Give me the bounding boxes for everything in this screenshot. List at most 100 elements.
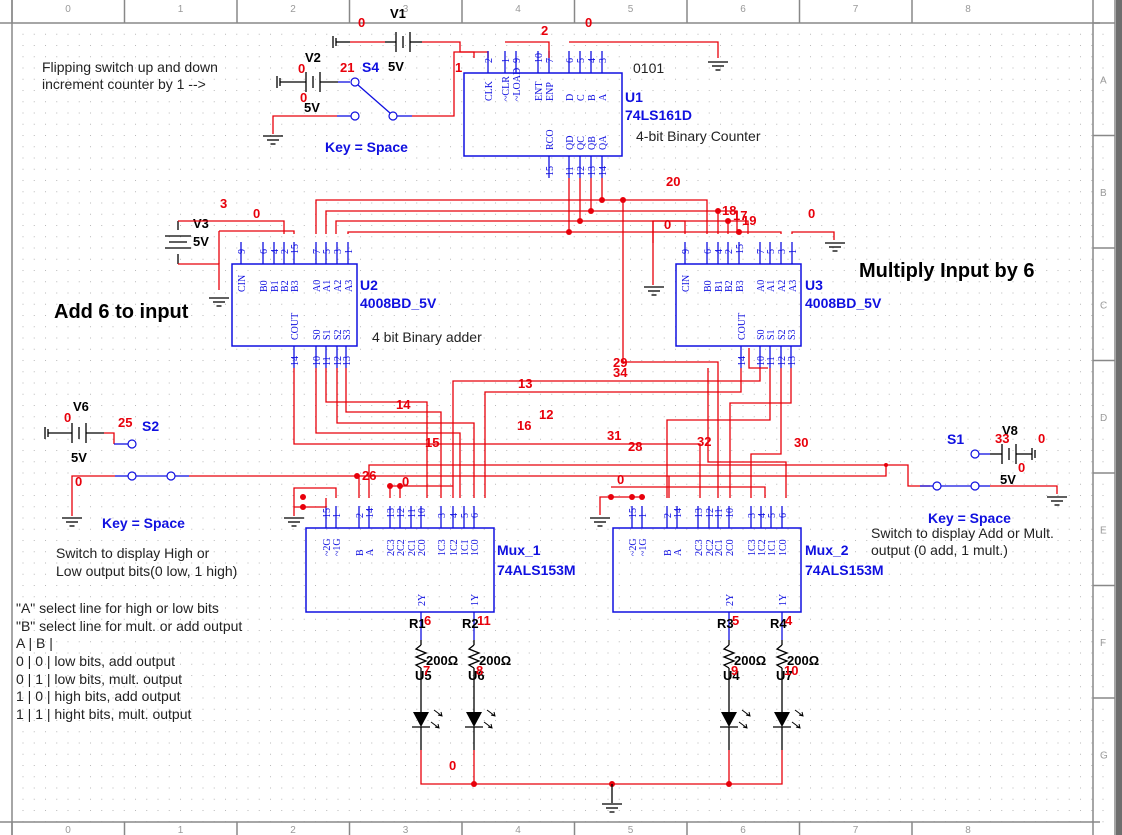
pin-label: 2Y [417,594,428,606]
pin-number: 15 [290,244,301,254]
switch-s2[interactable]: S2 Key = Space [102,418,189,531]
pin-number: 4 [757,513,768,518]
pin-number: 11 [407,508,418,518]
vertical-scrollbar[interactable] [1116,0,1122,835]
resistor-ref: R4 [770,616,787,631]
column-label: 1 [178,4,184,15]
chip-u1[interactable] [463,72,623,157]
mux2-part: 74ALS153M [805,562,884,578]
net-label: 19 [742,213,756,228]
v8-value: 5V [1000,472,1016,487]
pin-label: 2Y [725,594,736,606]
row-label: B [1100,188,1107,199]
u3-part: 4008BD_5V [805,295,882,311]
wire-s2-gnd [71,475,115,516]
wire-v3-pos [178,220,285,234]
truth-line: 0 | 1 | low bits, mult. output [16,671,182,687]
net-label: 29 [613,355,627,370]
s4-ref: S4 [362,59,379,75]
pin-label: A [598,93,609,101]
led-icon [413,712,429,727]
net-label: 0 [298,61,305,76]
column-label: 3 [403,825,409,835]
counter-hint-line1: Flipping switch up and down [42,59,218,75]
switch-s4[interactable]: S4 Key = Space [325,59,412,155]
pin-label: B3 [735,280,746,292]
grid-dots [12,24,1112,824]
mux2-ref: Mux_2 [805,542,849,558]
resistor-icon [722,644,736,669]
v6-ref: V6 [73,399,89,414]
battery-v8[interactable]: V8 5V [990,423,1036,487]
pin-label: S0 [312,329,323,340]
net-label: 20 [666,174,680,189]
resistor-value: 200Ω [479,653,511,668]
pin-label: 2C0 [417,539,428,556]
switch-s1[interactable]: S1 Key = Space [920,431,1011,526]
column-label: 8 [965,825,971,835]
u1-ref: U1 [625,89,643,105]
pin-label: B2 [724,280,735,292]
pin-label: A2 [777,280,788,292]
pin-label: A1 [766,280,777,292]
net-label: 0 [402,474,409,489]
battery-v1[interactable]: V1 5V [332,6,422,74]
pin-number: 14 [673,508,684,518]
net-label: 16 [517,418,531,433]
resistor-icon [467,644,481,669]
v3-ref: V3 [193,216,209,231]
column-label: 7 [853,825,859,835]
pin-label: 2C3 [386,539,397,556]
pin-label: B [587,94,598,101]
net-label: 30 [794,435,808,450]
wire-u2-b [219,230,295,234]
pin-number: 9 [512,58,523,63]
column-label: 2 [290,825,296,835]
pin-number: 15 [545,166,556,176]
pin-number: 1 [332,513,343,518]
pin-label: 2C1 [714,539,725,556]
pin-label: S2 [777,329,788,340]
chip-mux2[interactable] [612,527,802,613]
pin-number: 2 [280,249,291,254]
net-label: 13 [518,376,532,391]
pin-number: 7 [545,58,556,63]
pin-label: B0 [259,280,270,292]
pin-label: 1C1 [767,539,778,556]
adder-output-bus [293,348,792,498]
pin-number: 6 [565,58,576,63]
pin-label: COUT [290,313,301,340]
pin-number: 5 [460,513,471,518]
battery-v6[interactable]: V6 5V [44,399,104,465]
pin-label: 1C2 [757,539,768,556]
s2-desc-line2: Low output bits(0 low, 1 high) [56,563,237,579]
pin-label: S1 [766,329,777,340]
pin-number: 12 [333,356,344,366]
counter-preset: 0101 [633,60,664,76]
pin-label: A2 [333,280,344,292]
pin-number: 3 [777,249,788,254]
pin-number: 11 [565,166,576,176]
net-label: 0 [75,474,82,489]
u2-ref: U2 [360,277,378,293]
column-label: 7 [853,4,859,15]
s4-key: Key = Space [325,139,408,155]
pin-number: 12 [705,508,716,518]
pin-label: RCO [545,129,556,150]
led-ref: U6 [468,668,485,683]
wire-s4-clk [412,51,475,117]
battery-v3[interactable]: V3 5V [165,216,209,264]
pin-number: 2 [724,249,735,254]
net-label: 0 [64,410,71,425]
pin-label: A0 [312,280,323,292]
row-label: E [1100,525,1107,536]
battery-v2[interactable]: V2 5V [276,50,350,115]
counter-bus [315,178,782,362]
